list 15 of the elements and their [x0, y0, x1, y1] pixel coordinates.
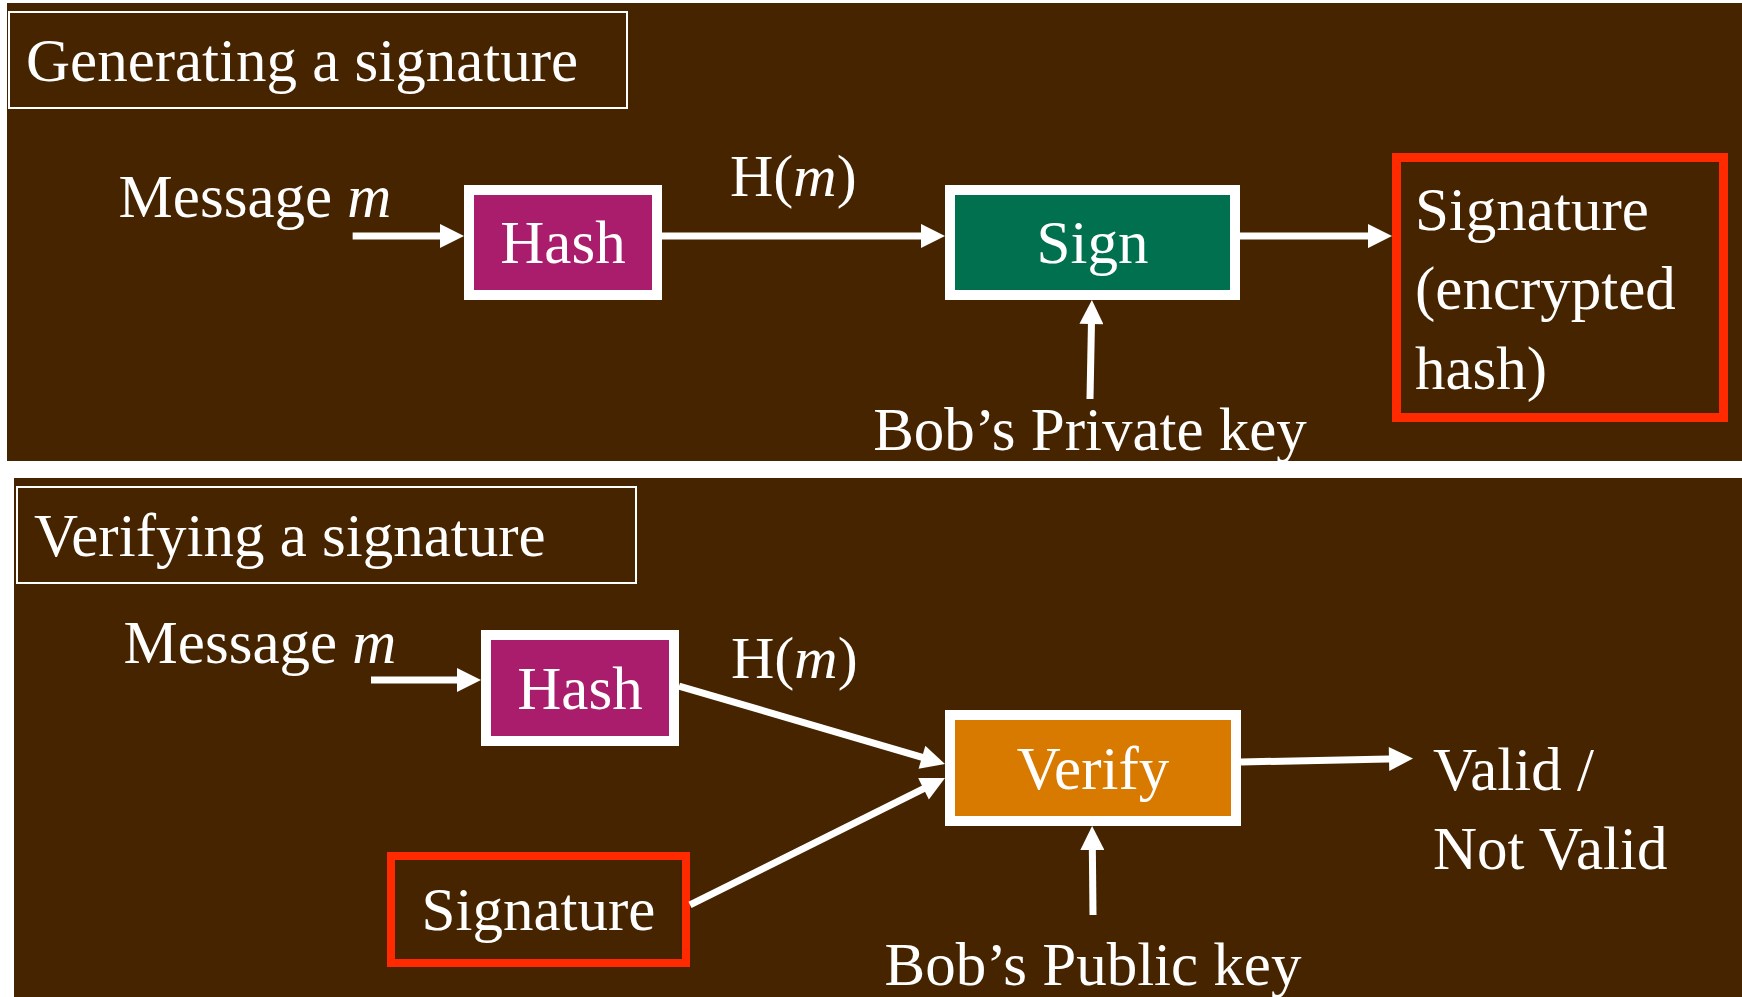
panel-background — [14, 478, 1742, 997]
text-label: Signature (encrypted hash) — [1415, 175, 1677, 404]
arrow — [1240, 224, 1392, 249]
arrow — [1080, 826, 1105, 916]
arrow — [1079, 300, 1104, 400]
text-label: Valid / Not Valid — [1433, 735, 1669, 885]
arrow — [662, 223, 945, 248]
arrow — [688, 777, 945, 909]
arrow — [1240, 747, 1413, 771]
arrow — [352, 223, 464, 248]
text-label: Bob’s Private key — [873, 399, 1307, 460]
box-label: Hash — [500, 212, 626, 273]
box-label: Hash — [517, 657, 643, 719]
arrow — [678, 682, 945, 769]
panel-background — [7, 3, 1742, 461]
